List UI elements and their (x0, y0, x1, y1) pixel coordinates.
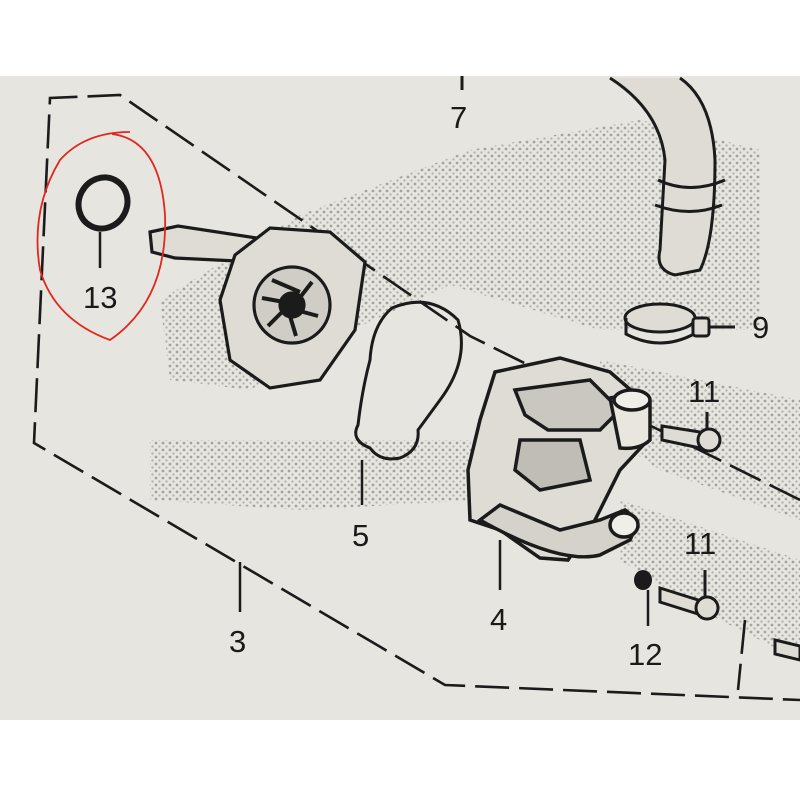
assembly-frame (32, 93, 800, 702)
callout-11-upper: 11 (688, 374, 720, 409)
pump-body-part (148, 224, 367, 390)
highlight-circle (36, 131, 167, 342)
callout-7: 7 (450, 100, 467, 135)
callout-3: 3 (229, 624, 246, 659)
callout-5: 5 (352, 518, 369, 553)
callout-9: 9 (752, 310, 769, 345)
o-ring-part (75, 174, 131, 232)
callout-11-lower: 11 (684, 526, 716, 561)
clamp-part (623, 302, 735, 345)
bolt-lower-part (658, 570, 720, 621)
washer-part (634, 570, 652, 590)
callout-4: 4 (490, 602, 507, 637)
hose-part (460, 76, 726, 277)
bolt-edge-part (773, 638, 800, 662)
bolt-upper-part (660, 412, 722, 453)
gasket-part (354, 300, 463, 461)
callout-12: 12 (628, 637, 662, 672)
callout-13: 13 (83, 280, 117, 315)
pump-cover-part (466, 356, 652, 562)
